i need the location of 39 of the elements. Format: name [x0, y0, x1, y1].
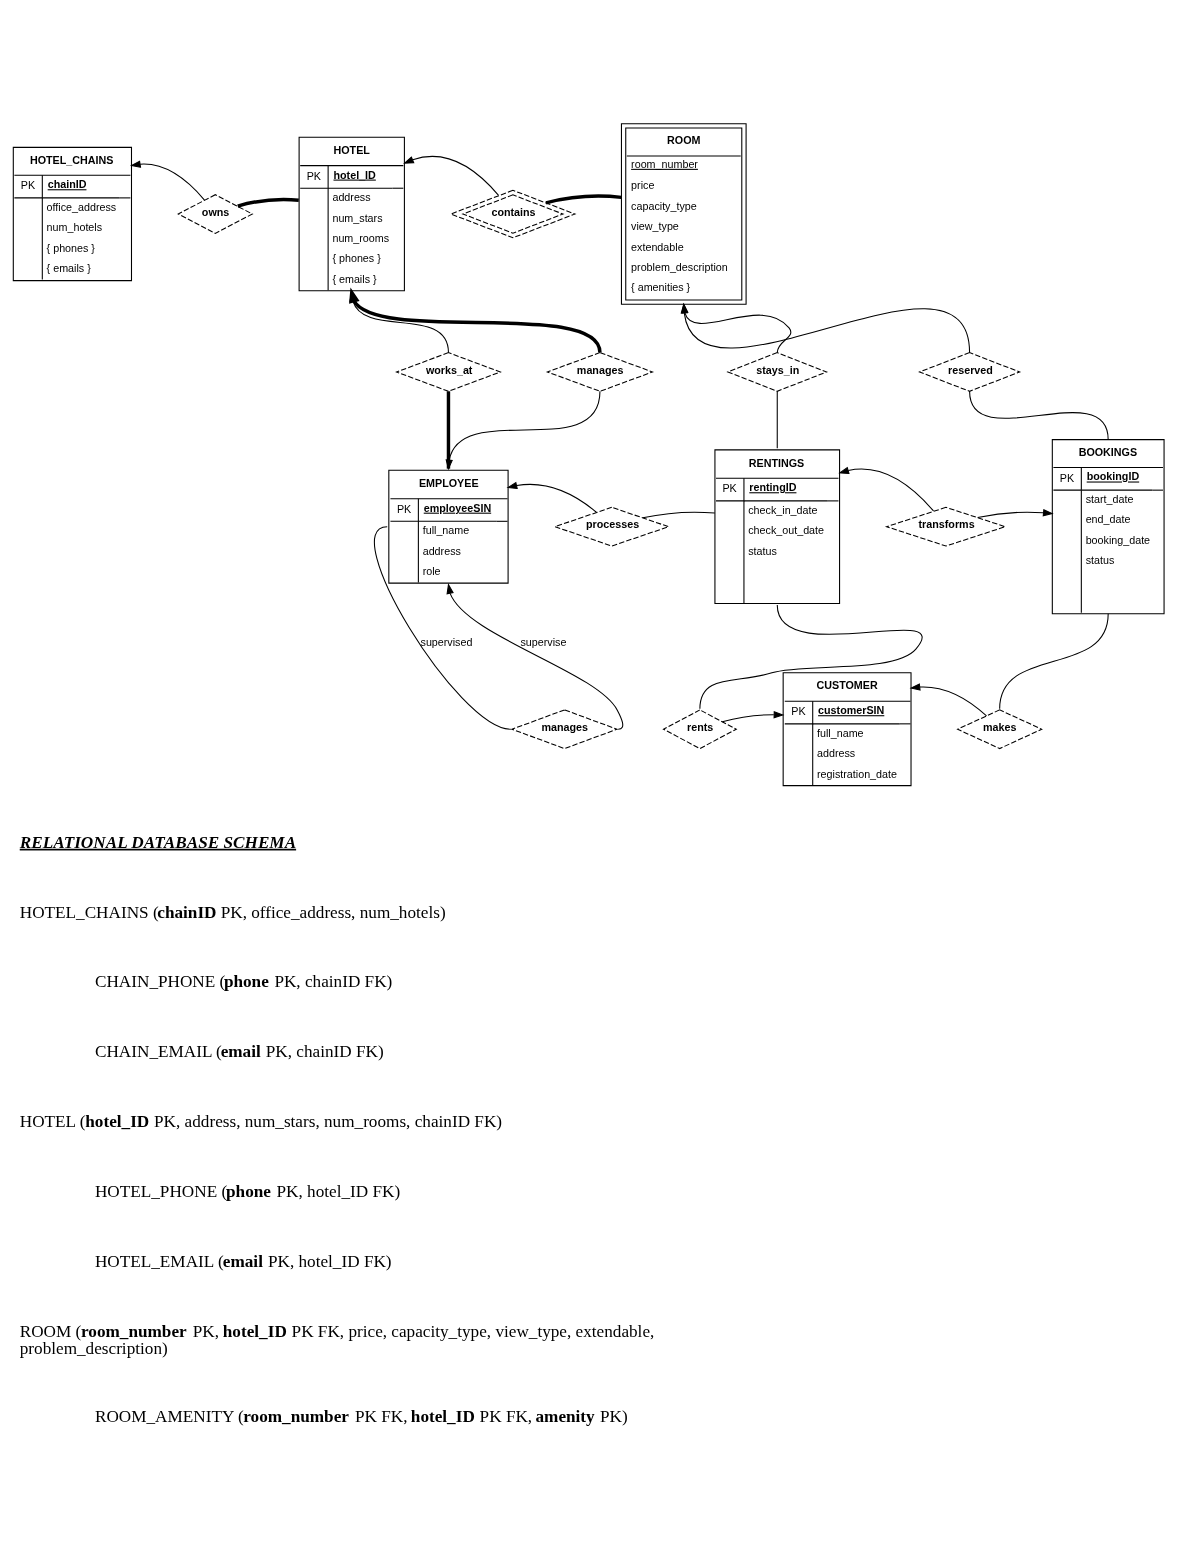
connector — [236, 197, 299, 208]
arrow — [976, 509, 1054, 519]
label: HOTEL_CHAINS (chainID PK, office_address, num_hotels) — [19, 902, 446, 922]
label: ROOM (room_number PK, hotel_ID PK FK, price, capacity_type, view_type, extendable, problem_description) — [19, 1321, 654, 1358]
connector — [641, 511, 715, 519]
connector — [968, 390, 1109, 441]
connector — [776, 390, 778, 449]
label: CHAIN_EMAIL (email PK, chainID FK) — [94, 1042, 384, 1062]
arrow — [506, 481, 597, 513]
arrow — [445, 390, 600, 471]
arrow — [402, 155, 499, 196]
label: HOTEL (hotel_ID PK, address, num_stars, num_rooms, chainID FK) — [19, 1112, 502, 1132]
arrow — [909, 683, 987, 717]
connector — [446, 391, 450, 469]
node-diamond: contains — [448, 189, 576, 239]
node-diamond: rents — [661, 709, 737, 750]
connector — [545, 194, 621, 205]
label: RELATIONAL DATABASE SCHEMA — [19, 832, 296, 852]
arrow — [837, 466, 934, 512]
label: HOTEL_PHONE (phone PK, hotel_ID FK) — [94, 1181, 400, 1201]
node-diamond: manages — [509, 709, 619, 750]
node-diamond: reserved — [917, 352, 1021, 392]
node-diamond: works_at — [394, 352, 502, 392]
node-diamond: stays_in — [725, 352, 828, 392]
edge-label: supervise — [519, 635, 566, 648]
label: CHAIN_PHONE (phone PK, chainID FK) — [94, 972, 392, 992]
connector — [373, 526, 511, 730]
arrow — [129, 160, 205, 201]
connector — [998, 613, 1109, 710]
edge-label: supervised — [420, 635, 472, 648]
arrow — [721, 710, 784, 723]
connector — [698, 604, 922, 710]
node-diamond: processes — [552, 506, 670, 547]
label: ROOM_AMENITY (room_number PK FK, hotel_ID PK FK, amenity PK) — [94, 1406, 628, 1426]
node-diamond: manages — [545, 352, 654, 392]
node-diamond: makes — [955, 709, 1043, 750]
node-diamond: transforms — [884, 506, 1007, 547]
node-diamond: owns — [176, 194, 253, 234]
label: HOTEL_EMAIL (email PK, hotel_ID FK) — [94, 1251, 392, 1271]
